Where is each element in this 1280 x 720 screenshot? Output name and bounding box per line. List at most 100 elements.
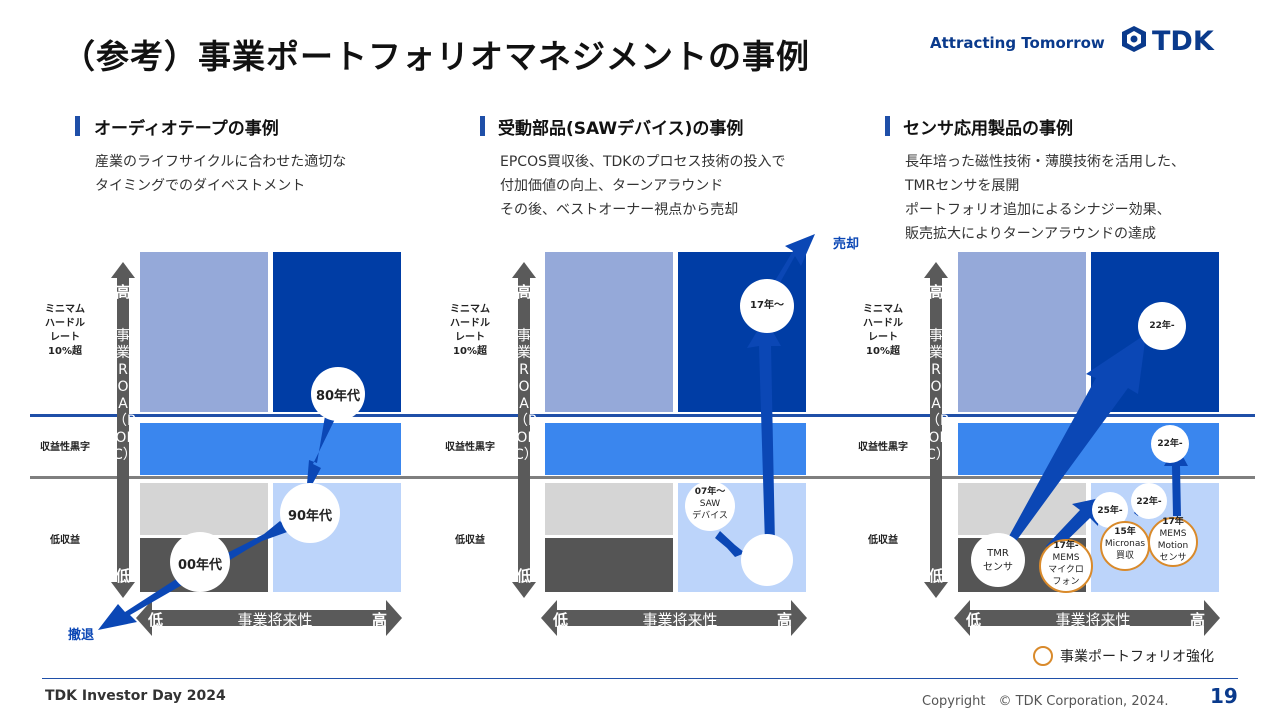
row-label-profit: 収益性黒字 bbox=[40, 442, 90, 453]
label-line: 買収 bbox=[1115, 551, 1134, 561]
row-label-line: ハードル bbox=[450, 318, 490, 329]
label-2017: 17年～ bbox=[750, 300, 784, 311]
row-label-line: ハードル bbox=[863, 318, 903, 329]
row-label-line: レート bbox=[455, 332, 485, 343]
label-mic-25: 25年- bbox=[1097, 506, 1123, 516]
x-axis-low: 低 bbox=[148, 611, 164, 629]
desc-line: TMRセンサを展開 bbox=[905, 178, 1020, 194]
hurdle-divider-line bbox=[30, 414, 1255, 417]
trend-arrow-tmr bbox=[1008, 334, 1146, 544]
trend-arrow-90-00 bbox=[227, 521, 290, 560]
point-90s bbox=[280, 483, 340, 543]
label-line: 15年 bbox=[1114, 527, 1136, 537]
footer-divider bbox=[42, 678, 1238, 679]
point-mic-25 bbox=[1092, 492, 1128, 528]
x-axis-high: 高 bbox=[777, 611, 793, 629]
x-axis-label: 事業将来性 bbox=[642, 611, 718, 629]
row-label-low: 低収益 bbox=[868, 535, 898, 546]
desc-line: 販売拡大によりターンアラウンドの達成 bbox=[905, 226, 1157, 242]
section-desc-audio: 産業のライフサイクルに合わせた適切な タイミングでのダイベストメント bbox=[95, 150, 346, 198]
cell-middle bbox=[140, 423, 401, 475]
tagline: Attracting Tomorrow bbox=[930, 34, 1105, 52]
label-tmr-22: 22年- bbox=[1149, 321, 1175, 331]
label-2007-saw: 07年～ SAW デバイス bbox=[683, 486, 737, 522]
row-label-line: ミニマム bbox=[45, 304, 85, 315]
tdk-logo: TDK bbox=[1122, 26, 1215, 56]
trend-arrow-07-small bbox=[715, 531, 745, 557]
section-desc-sensor: 長年培った磁性技術・薄膜技術を活用した、 TMRセンサを展開 ポートフォリオ追加… bbox=[905, 150, 1185, 246]
desc-line: タイミングでのダイベストメント bbox=[95, 178, 306, 194]
row-label-line: レート bbox=[50, 332, 80, 343]
label-line: 07年～ bbox=[694, 487, 726, 497]
label-line: 17年 bbox=[1162, 517, 1184, 527]
point-mems-mic bbox=[1039, 539, 1093, 593]
trend-arrow-80-90 bbox=[306, 416, 335, 496]
x-axis-label: 事業将来性 bbox=[1055, 611, 1131, 629]
row-label-hurdle: ミニマム ハードル レート 10%超 bbox=[30, 303, 100, 359]
point-00s bbox=[170, 532, 230, 592]
x-axis-label: 事業将来性 bbox=[237, 611, 313, 629]
x-axis-low: 低 bbox=[553, 611, 569, 629]
desc-line: 付加価値の向上、ターンアラウンド bbox=[500, 178, 724, 194]
x-axis-arrow bbox=[954, 600, 1220, 636]
footer-event: TDK Investor Day 2024 bbox=[45, 688, 226, 704]
y-axis-low: 低 bbox=[516, 567, 532, 585]
cell-bottom-left-dark bbox=[545, 538, 673, 592]
trend-arrow-sold bbox=[773, 234, 815, 288]
x-axis-arrow bbox=[136, 600, 402, 636]
row-label-hurdle: ミニマム ハードル レート 10%超 bbox=[435, 303, 505, 359]
label-line: 17年- bbox=[1053, 541, 1079, 551]
label-00s: 00年代 bbox=[177, 558, 223, 573]
label-80s: 80年代 bbox=[315, 389, 361, 404]
matrix-grid bbox=[924, 252, 1220, 636]
matrix-grid bbox=[512, 234, 815, 636]
row-label-line: ミニマム bbox=[450, 304, 490, 315]
cell-bottom-left-light bbox=[545, 483, 673, 535]
label-micronas-22: 22年- bbox=[1136, 497, 1162, 507]
legend-circle-icon bbox=[1033, 646, 1053, 666]
row-label-line: 10%超 bbox=[453, 346, 487, 357]
trend-arrow-07-17 bbox=[747, 318, 781, 544]
label-line: センサ bbox=[983, 562, 1013, 573]
section-marker bbox=[885, 116, 890, 136]
label-line: センサ bbox=[1159, 553, 1187, 563]
label-mems-motion: 17年 MEMS Motion センサ bbox=[1148, 516, 1198, 564]
row-label-profit: 収益性黒字 bbox=[445, 442, 495, 453]
desc-line: EPCOS買収後、TDKのプロセス技術の投入で bbox=[500, 154, 786, 170]
label-line: デバイス bbox=[692, 511, 728, 521]
x-axis-low: 低 bbox=[966, 611, 982, 629]
matrix-panel-audio: ミニマム ハードル レート 10%超 収益性黒字 低収益 高 低 事業ROA（R… bbox=[30, 248, 430, 648]
cell-top-left bbox=[140, 252, 268, 412]
label-exit: 撤退 bbox=[68, 628, 95, 643]
legend-label: 事業ポートフォリオ強化 bbox=[1060, 649, 1214, 665]
desc-line: 産業のライフサイクルに合わせた適切な bbox=[95, 154, 347, 170]
point-tmr bbox=[971, 533, 1025, 587]
row-label-line: 10%超 bbox=[866, 346, 900, 357]
label-line: Micronas bbox=[1104, 539, 1146, 549]
label-90s: 90年代 bbox=[287, 509, 333, 524]
y-axis-high: 高 bbox=[516, 283, 532, 301]
label-line: MEMS bbox=[1052, 553, 1080, 563]
label-line: MEMS bbox=[1159, 529, 1187, 539]
row-label-line: 10%超 bbox=[48, 346, 82, 357]
y-axis-label: 事業ROA（ROIC） bbox=[926, 328, 950, 463]
label-micronas: 15年 Micronas 買収 bbox=[1100, 526, 1150, 562]
point-motion-22 bbox=[1151, 425, 1189, 463]
y-axis-label: 事業ROA（ROIC） bbox=[514, 328, 538, 463]
matrix-panel-saw: ミニマム ハードル レート 10%超 収益性黒字 低収益 高 低 事業ROA（R… bbox=[435, 234, 859, 648]
desc-line: その後、ベストオーナー視点から売却 bbox=[500, 202, 739, 218]
matrix-grid bbox=[98, 252, 402, 636]
cell-top-left bbox=[545, 252, 673, 412]
page-title: （参考）事業ポートフォリオマネジメントの事例 bbox=[62, 37, 810, 76]
label-line: フォン bbox=[1052, 577, 1080, 587]
point-2007 bbox=[685, 481, 735, 531]
y-axis-high: 高 bbox=[928, 283, 944, 301]
x-axis-high: 高 bbox=[1190, 611, 1206, 629]
label-line: TMR bbox=[987, 548, 1009, 559]
row-label-line: ハードル bbox=[45, 318, 85, 329]
tdk-logo-mark-icon bbox=[1122, 26, 1146, 52]
point-2017 bbox=[740, 279, 794, 333]
profit-divider-line bbox=[30, 476, 1255, 479]
point-mems-motion bbox=[1148, 517, 1198, 567]
row-label-line: レート bbox=[868, 332, 898, 343]
